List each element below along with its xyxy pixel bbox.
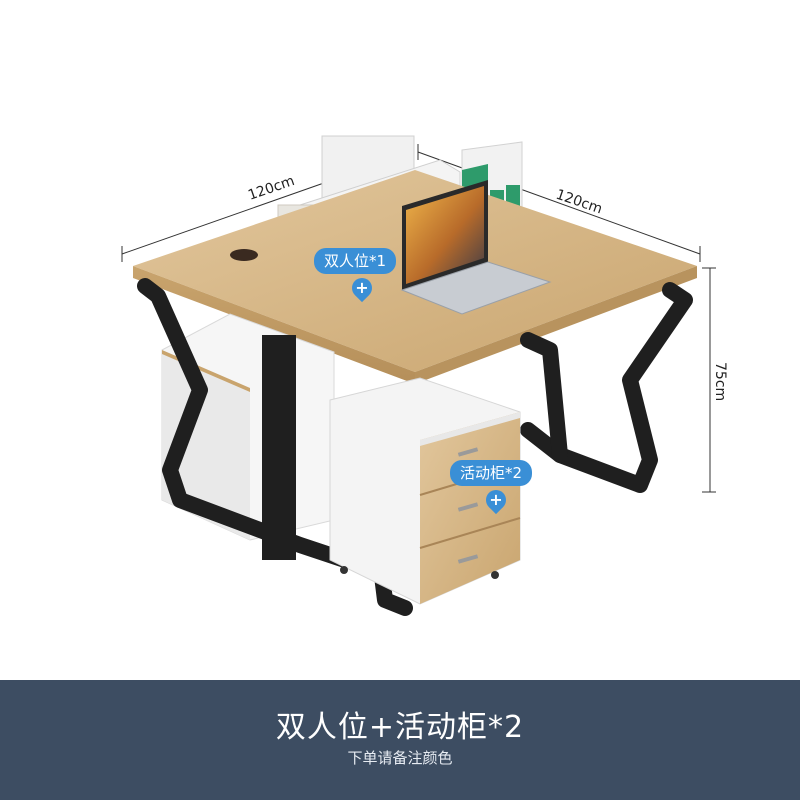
office-desk-illustration: 120cm 120cm 75cm	[121, 135, 728, 616]
laptop	[400, 180, 552, 315]
plus-pin-icon[interactable]: +	[481, 485, 511, 515]
cabinet-tag: 活动柜*2	[450, 460, 533, 486]
plus-pin-icon[interactable]: +	[347, 273, 377, 303]
width-right-label: 120cm	[554, 187, 605, 218]
product-subtitle: 下单请备注颜色	[347, 749, 453, 767]
double-seat-tag: 双人位*1	[314, 248, 397, 274]
product-footer-banner: 双人位+活动柜*2 下单请备注颜色	[0, 680, 800, 800]
height-label: 75cm	[712, 362, 728, 401]
product-title: 双人位+活动柜*2	[275, 710, 525, 745]
width-left-label: 120cm	[246, 173, 297, 204]
center-leg-panel	[262, 335, 296, 560]
